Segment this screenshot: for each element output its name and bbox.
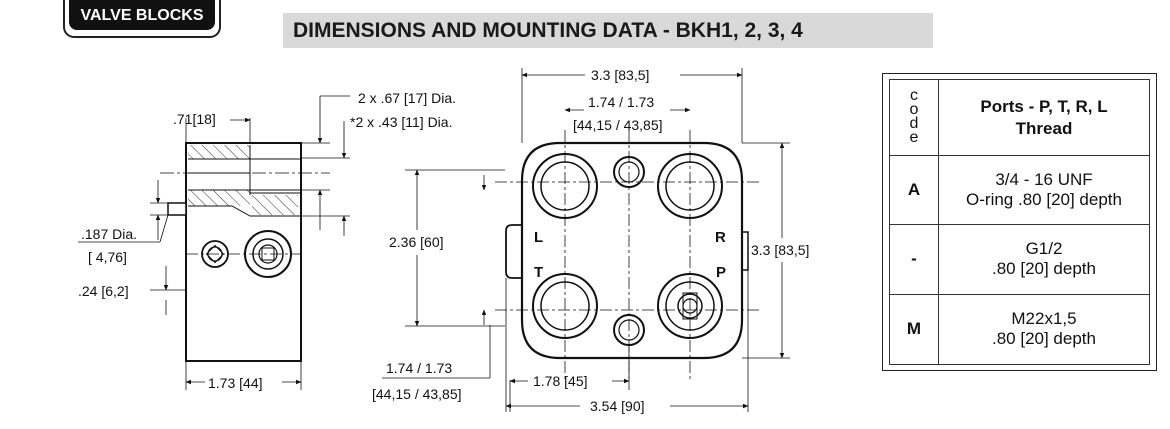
front-bottom-spacing-mm-label: [44,15 / 43,85] — [372, 386, 462, 402]
row-thread-line2: .80 [20] depth — [992, 259, 1096, 279]
port-label-r: R — [715, 229, 726, 246]
side-width-label: 1.73 [44] — [208, 375, 263, 391]
dimension-drawing: .71[18] 2 x .67 [17] Dia. *2 x .43 [11] … — [78, 67, 809, 414]
row-code: A — [889, 155, 939, 225]
row-thread-cell: G1/2 .80 [20] depth — [938, 223, 1150, 295]
row-thread-cell: 3/4 - 16 UNF O-ring .80 [20] depth — [938, 155, 1150, 225]
table-row: A 3/4 - 16 UNF O-ring .80 [20] depth — [889, 155, 1150, 225]
side-hole-1-label: 2 x .67 [17] Dia. — [358, 90, 456, 106]
table-row: M M22x1,5 .80 [20] depth — [889, 293, 1150, 366]
page-title: DIMENSIONS AND MOUNTING DATA - BKH1, 2, … — [283, 13, 933, 48]
side-top-width-label: .71[18] — [173, 111, 216, 127]
front-half-width-label: 1.78 [45] — [533, 373, 588, 389]
ports-header-line2: Thread — [1015, 118, 1073, 138]
front-view — [382, 68, 790, 412]
ports-table-frame — [882, 73, 1157, 371]
side-hole-2-label: *2 x .43 [11] Dia. — [350, 114, 452, 130]
port-label-p: P — [716, 264, 726, 281]
ports-header-cell: Ports - P, T, R, L Thread — [938, 78, 1150, 157]
row-thread-line2: O-ring .80 [20] depth — [966, 189, 1122, 209]
front-overall-height-label: 3.3 [83,5] — [751, 242, 809, 258]
row-thread-line1: M22x1,5 — [1011, 309, 1077, 329]
side-pin-offset-label: .24 [6,2] — [78, 283, 129, 299]
front-height-spacing-label: 2.36 [60] — [389, 234, 444, 250]
side-view — [78, 95, 350, 390]
row-thread-cell: M22x1,5 .80 [20] depth — [938, 293, 1150, 366]
ports-header-line1: Ports - P, T, R, L — [980, 96, 1108, 116]
row-thread-line2: .80 [20] depth — [992, 329, 1096, 349]
front-port-spacing-mm-label: [44,15 / 43,85] — [573, 117, 663, 133]
code-header-letter: c — [910, 86, 918, 104]
code-header-letter: o — [909, 100, 919, 118]
table-row: - G1/2 .80 [20] depth — [889, 223, 1150, 295]
row-thread-line1: G1/2 — [1025, 239, 1063, 259]
row-code: - — [889, 223, 939, 295]
front-port-spacing-label: 1.74 / 1.73 — [588, 94, 654, 110]
section-tag-label: VALVE BLOCKS — [69, 0, 215, 30]
row-thread-line1: 3/4 - 16 UNF — [995, 169, 1093, 189]
code-header-letter: d — [909, 114, 919, 132]
port-label-l: L — [534, 229, 543, 246]
front-overall-width-top-label: 3.3 [83,5] — [591, 67, 649, 83]
code-header-letter: e — [909, 128, 919, 146]
section-tag: VALVE BLOCKS — [63, 0, 221, 38]
front-overall-width-label: 3.54 [90] — [590, 398, 645, 414]
side-pin-dia-mm-label: [ 4,76] — [88, 249, 127, 265]
front-bottom-spacing-label: 1.74 / 1.73 — [386, 360, 452, 376]
side-pin-dia-label: .187 Dia. — [81, 226, 137, 242]
row-code: M — [889, 293, 939, 366]
port-label-t: T — [534, 264, 543, 281]
